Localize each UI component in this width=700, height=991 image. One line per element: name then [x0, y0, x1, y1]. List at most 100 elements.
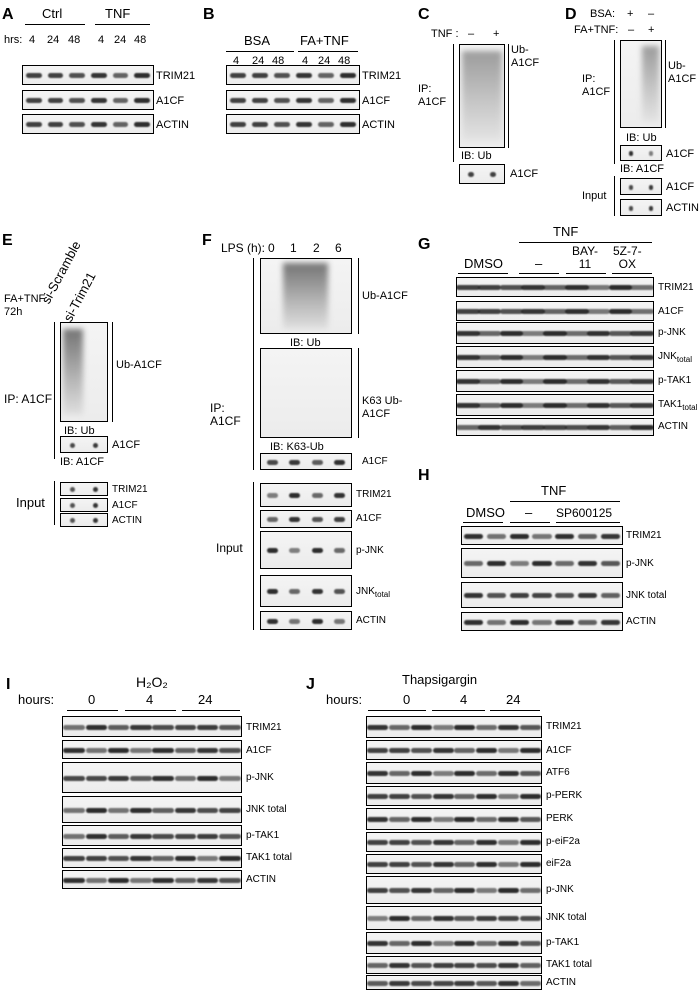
blot-band	[389, 980, 411, 986]
blot-c-ub	[459, 44, 505, 148]
group-line	[510, 522, 550, 523]
blot-band	[410, 941, 432, 946]
row-label: TRIM21	[246, 722, 282, 733]
blot-band	[69, 73, 85, 78]
blot-band	[389, 963, 411, 968]
hours-line	[182, 710, 240, 711]
row-label: p-eiF2a	[546, 836, 580, 847]
blot-band	[497, 888, 519, 893]
blot-band	[340, 73, 356, 78]
blot-band	[63, 856, 85, 861]
tnf-label: TNF	[541, 483, 567, 498]
blot-j-ptak1	[366, 932, 542, 954]
blot-f-input-pjnk	[260, 531, 352, 569]
blot-band	[311, 618, 323, 624]
row-label: TRIM21	[362, 70, 402, 82]
blot-band	[196, 747, 219, 753]
row-label: p-TAK1	[546, 937, 580, 948]
blot-band	[457, 403, 480, 408]
blot-band	[600, 533, 621, 539]
blot-band	[389, 862, 411, 867]
blot-band	[219, 856, 241, 861]
blot-band	[555, 533, 575, 539]
row-label: TRIM21	[626, 530, 662, 541]
blot-band	[91, 98, 107, 103]
hrs-lane: 4	[98, 34, 105, 46]
lane-si-trim21: si-Trim21	[60, 269, 99, 325]
blot-band	[367, 862, 389, 867]
panel-i-letter: I	[6, 676, 11, 693]
blot-band	[367, 725, 389, 730]
blot-band	[289, 493, 301, 498]
blot-band	[476, 916, 498, 921]
blot-band	[497, 748, 519, 753]
group-line	[566, 273, 606, 274]
group-label-fatnf: FA+TNF	[300, 33, 349, 48]
lps-label: LPS (h):	[221, 241, 266, 255]
blot-band	[219, 877, 241, 883]
blot-band	[63, 775, 85, 781]
blot-band	[152, 724, 174, 730]
tnf-label: TNF	[553, 224, 579, 239]
blot-band	[600, 619, 621, 625]
blot-band	[628, 184, 634, 190]
hrs-lane: 4	[233, 55, 240, 67]
blot-band	[266, 589, 278, 594]
hrs-lane: 48	[134, 34, 147, 46]
blot-band	[578, 561, 598, 566]
hours-label: hours:	[18, 692, 55, 707]
row-label: A1CF	[246, 745, 272, 756]
blot-f-input-actin	[260, 611, 352, 630]
blot-band	[334, 589, 346, 594]
blot-band	[130, 747, 152, 753]
group-label: SP600125	[556, 506, 613, 520]
blot-band	[130, 807, 152, 813]
panel-g-letter: G	[418, 236, 431, 253]
blot-band	[454, 794, 476, 799]
blot-band	[134, 122, 150, 127]
jnk-subscript: total	[676, 355, 693, 364]
blot-band	[477, 285, 502, 290]
blot-band	[69, 98, 85, 103]
row-label: TRIM21	[356, 489, 392, 500]
input-label: Input	[16, 495, 45, 510]
ub-bracket	[358, 258, 359, 334]
blot-band	[454, 916, 476, 921]
blot-band	[486, 593, 506, 598]
blot-a-actin	[22, 114, 154, 134]
blot-band	[543, 379, 567, 384]
blot-band	[230, 73, 246, 78]
blot-band	[432, 725, 454, 730]
row-label: A1CF	[356, 513, 382, 524]
row-label: ACTIN	[356, 615, 386, 626]
blot-band	[476, 817, 498, 822]
row-label: TRIM21	[546, 721, 582, 732]
blot-band	[266, 618, 278, 624]
blot-band	[578, 619, 598, 625]
blot-band	[454, 725, 476, 730]
hours-value: 24	[506, 692, 521, 707]
row-label: ACTIN	[658, 421, 688, 432]
panel-e-letter: E	[2, 232, 13, 249]
input-label: Input	[216, 541, 243, 555]
blot-band	[519, 794, 541, 799]
lps-time: 1	[290, 241, 297, 255]
blot-band	[130, 724, 152, 730]
row-label: A1CF	[666, 148, 695, 160]
group-line-fatnf	[298, 51, 358, 52]
ub-bracket	[112, 322, 113, 422]
blot-band	[486, 619, 506, 625]
blot-band	[432, 771, 454, 776]
group-label: –	[535, 256, 543, 271]
blot-band	[63, 747, 85, 753]
blot-band	[608, 331, 633, 336]
ub-bracket	[508, 44, 509, 148]
row-label: A1CF	[112, 500, 138, 511]
jnk-text: JNK	[658, 351, 677, 362]
group-line	[556, 522, 620, 523]
blot-band	[454, 980, 476, 986]
blot-band	[565, 355, 589, 360]
blot-i-pjnk	[62, 762, 242, 793]
blot-f-input-trim21	[260, 483, 352, 507]
blot-band	[134, 98, 150, 103]
